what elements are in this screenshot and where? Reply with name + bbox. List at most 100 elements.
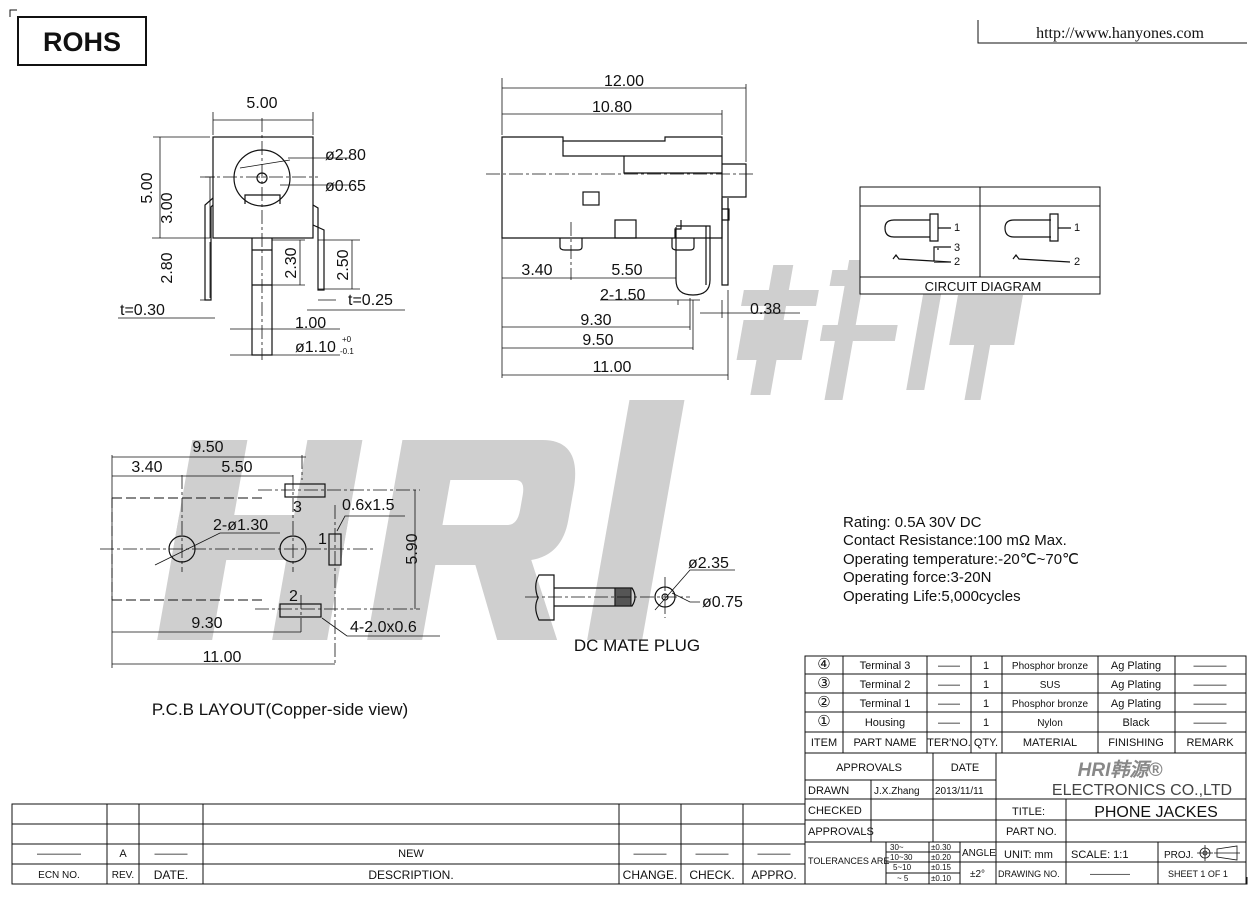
bom-qty: 1 — [983, 660, 989, 672]
spec-temperature: Operating temperature:-20℃~70℃ — [843, 551, 1079, 568]
tol-range-4: ~ 5 — [897, 874, 909, 883]
drawn-by: J.X.Zhang — [874, 786, 920, 797]
tol-range-1: 30~ — [890, 843, 904, 852]
dc-mate-plug: ø2.35 ø0.75 DC MATE PLUG — [525, 555, 743, 655]
website-box: http://www.hanyones.com — [977, 20, 1247, 44]
rev-change: ——— — [634, 848, 667, 860]
dim-width: 5.00 — [246, 95, 277, 112]
dim-dia-inner: ø0.65 — [325, 178, 366, 195]
rohs-label: ROHS — [43, 27, 121, 57]
scale: SCALE: 1:1 — [1071, 849, 1128, 861]
spec-force: Operating force:3-20N — [843, 569, 991, 586]
angle-label: ANGLE — [962, 848, 996, 859]
circuit-pin-2b: 2 — [1074, 256, 1080, 268]
dim-overall: 12.00 — [604, 73, 644, 90]
dim-pin-dia: ø1.10 — [295, 339, 336, 356]
tolerances-label: TOLERANCES ARE — [808, 856, 889, 866]
drawing-title: PHONE JACKES — [1094, 804, 1218, 821]
rev-header-date: DATE. — [154, 868, 188, 882]
circuit-pin-1b: 1 — [1074, 222, 1080, 234]
spec-life: Operating Life:5,000cycles — [843, 588, 1021, 605]
revision-block: ———— A ——— NEW ——— ——— ——— ECN NO. REV. … — [11, 803, 806, 885]
plug-dia-outer: ø2.35 — [688, 555, 729, 572]
rev-header-change: CHANGE. — [623, 868, 678, 882]
website-url: http://www.hanyones.com — [1036, 25, 1204, 42]
bom-header-qty: QTY. — [974, 737, 998, 749]
dim-pin-left: 2.80 — [159, 252, 176, 283]
bom-material: SUS — [1040, 680, 1061, 691]
sheet: SHEET 1 OF 1 — [1168, 869, 1228, 879]
dim-pin-right: 2.50 — [335, 249, 352, 280]
rev-date: ——— — [155, 848, 188, 860]
dim-f: 11.00 — [593, 359, 632, 376]
bom-header-finishing: FINISHING — [1108, 737, 1164, 749]
drawing-no-label: DRAWING NO. — [998, 869, 1060, 879]
dim-a: 3.40 — [521, 262, 552, 279]
approvals-label: APPROVALS — [808, 826, 874, 838]
bom-part-name: Housing — [865, 717, 905, 729]
part-no-label: PART NO. — [1006, 826, 1057, 838]
circuit-pin-1a: 1 — [954, 222, 960, 234]
dim-pin-width: 1.00 — [295, 315, 326, 332]
rev-header-description: DESCRIPTION. — [368, 868, 453, 882]
company-logo: HRI韩源® — [1078, 759, 1163, 781]
dim-center-height: 3.00 — [159, 192, 176, 223]
dim-t-right: t=0.25 — [348, 292, 393, 309]
pad-label-1: 1 — [318, 531, 327, 548]
bom-item: ④ — [817, 656, 830, 673]
dim-d: 9.30 — [580, 312, 611, 329]
drawing-no-value: ———— — [1090, 869, 1130, 880]
bom-material: Nylon — [1037, 718, 1063, 729]
circuit-pin-3: 3 — [954, 242, 960, 254]
spec-rating: Rating: 0.5A 30V DC — [843, 514, 982, 531]
bom-qty: 1 — [983, 679, 989, 691]
pad-label-3: 3 — [293, 499, 302, 516]
rev-appro: ——— — [758, 848, 791, 860]
unit: UNIT: mm — [1004, 849, 1053, 861]
bom-ter-no: —— — [938, 660, 960, 672]
company-name: ELECTRONICS CO.,LTD — [1052, 782, 1232, 799]
pcb-dim-holes: 2-ø1.30 — [213, 517, 268, 534]
dim-c: 2-1.50 — [600, 287, 645, 304]
dim-body: 10.80 — [592, 99, 632, 116]
bom-ter-no: —— — [938, 698, 960, 710]
bom-finishing: Ag Plating — [1111, 679, 1161, 691]
bom-part-name: Terminal 3 — [860, 660, 911, 672]
bom-material: Phosphor bronze — [1012, 661, 1089, 672]
dim-b: 5.50 — [611, 262, 642, 279]
spec-contact-resistance: Contact Resistance:100 mΩ Max. — [843, 532, 1067, 549]
angle-value: ±2° — [970, 869, 985, 880]
plug-dia-inner: ø0.75 — [702, 594, 743, 611]
tol-range-3: 5~10 — [893, 863, 912, 872]
dim-t-left: t=0.30 — [120, 302, 165, 319]
projection-label: PROJ. — [1164, 850, 1193, 861]
rev-description: NEW — [398, 848, 424, 860]
bom-finishing: Ag Plating — [1111, 660, 1161, 672]
bom-finishing: Ag Plating — [1111, 698, 1161, 710]
bom-qty: 1 — [983, 717, 989, 729]
date-header: DATE — [951, 762, 980, 774]
bom-ter-no: —— — [938, 717, 960, 729]
pcb-dim-w4: 9.30 — [191, 615, 222, 632]
drawn-label: DRAWN — [808, 785, 849, 797]
bom-remark: ——— — [1194, 698, 1227, 710]
dim-g: 0.38 — [750, 301, 781, 318]
rev-letter: A — [119, 848, 127, 860]
rev-header-appro: APPRO. — [751, 868, 796, 882]
title-label: TITLE: — [1012, 806, 1045, 818]
pcb-dim-slot: 0.6x1.5 — [342, 497, 395, 514]
tol-value-1: ±0.30 — [931, 843, 952, 852]
dim-pin-center: 2.30 — [283, 247, 300, 278]
bom-remark: ——— — [1194, 660, 1227, 672]
bom-material: Phosphor bronze — [1012, 699, 1089, 710]
bom-remark: ——— — [1194, 717, 1227, 729]
projection-symbol-icon — [1197, 845, 1240, 861]
bom-header-ter-no: TER'NO. — [927, 737, 971, 749]
tol-value-4: ±0.10 — [931, 874, 952, 883]
tol-plus: +0 — [342, 335, 352, 344]
dim-height: 5.00 — [139, 172, 156, 203]
tol-minus: -0.1 — [340, 347, 354, 356]
